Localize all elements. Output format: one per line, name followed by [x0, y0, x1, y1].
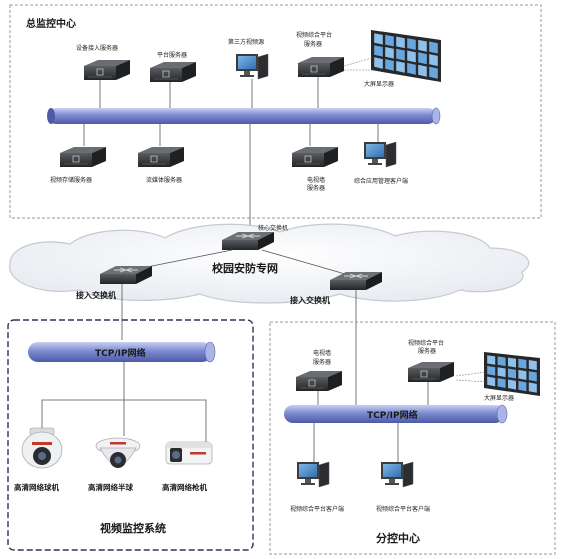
video-wall-cell [396, 36, 405, 49]
main-center-title: 总监控中心 [26, 17, 76, 30]
video-wall-cell [487, 355, 496, 365]
video-wall-cell [497, 367, 506, 378]
tv-wall-server-label-1: 电视墙 [307, 176, 325, 184]
streaming-server [137, 146, 185, 168]
video-storage-server [59, 146, 107, 168]
branch-tv-wall-server [295, 370, 343, 392]
video-wall-cell [418, 39, 427, 52]
branch-video-platform-server-label-1: 视频综合平台 [408, 339, 444, 347]
video-wall-cell [374, 45, 383, 57]
third-party-video-pc [235, 53, 269, 80]
video-wall-cell [518, 369, 527, 380]
dome-camera-label: 高清网络球机 [14, 482, 59, 492]
campus-network-label: 校园安防专网 [212, 261, 278, 275]
third-party-video-label: 第三方视频源 [228, 38, 264, 46]
device-access-server-label: 设备接入服务器 [76, 44, 118, 52]
dome-camera [21, 427, 63, 469]
video-wall-cell [374, 33, 383, 45]
access-switch-left-label: 接入交换机 [76, 290, 116, 300]
video-wall-cell [497, 356, 506, 367]
branch-big-screen-cells [487, 355, 537, 393]
app-client-pc [363, 141, 397, 168]
app-client-label: 综合应用管理客户端 [354, 177, 408, 185]
video-platform-server-label-2: 服务器 [304, 40, 322, 48]
video-wall-cell [429, 41, 438, 54]
branch-video-platform-server [407, 361, 455, 383]
device-access-server [83, 59, 131, 81]
tcpip-right-label: TCP/IP网络 [367, 409, 418, 421]
half-dome-camera [95, 437, 141, 468]
video-wall-cell [396, 60, 405, 73]
platform-server [149, 61, 197, 83]
video-wall-cell [385, 59, 394, 71]
branch-client-2-label: 视频综合平台客户端 [376, 505, 430, 513]
video-wall-cell [407, 38, 416, 50]
video-wall-cell [528, 382, 537, 393]
video-system-boundary [7, 319, 254, 551]
video-wall-cell [487, 376, 496, 387]
video-wall-cell [518, 380, 527, 392]
video-wall-cell [407, 62, 416, 75]
video-wall-cell [508, 379, 516, 390]
branch-center-boundary [269, 321, 556, 555]
bullet-camera [165, 441, 213, 465]
tcpip-pipe-left [28, 341, 216, 363]
video-wall-cell [418, 64, 427, 77]
tv-wall-server [291, 146, 339, 168]
branch-client-pc-1 [296, 461, 330, 488]
tcpip-left-label: TCP/IP网络 [95, 347, 146, 359]
access-switch-right-label: 接入交换机 [290, 295, 330, 305]
main-center-boundary [9, 4, 542, 219]
main-backbone-pipe [47, 107, 441, 125]
video-wall-cell [508, 368, 516, 379]
video-wall-cell [528, 360, 537, 371]
video-wall-cell [396, 48, 405, 61]
video-wall-cell [497, 378, 506, 388]
video-wall-cell [508, 357, 516, 368]
branch-tv-wall-server-label-2: 服务器 [313, 358, 331, 366]
branch-center-title: 分控中心 [376, 531, 420, 545]
video-platform-server-label-1: 视频综合平台 [296, 31, 332, 39]
big-screen-top-label: 大屏显示器 [364, 80, 394, 88]
video-wall-cell [487, 365, 496, 376]
video-wall-cell [374, 57, 383, 69]
video-wall-cell [429, 66, 438, 79]
core-switch-label: 核心交换机 [258, 224, 288, 232]
video-system-title: 视频监控系统 [100, 521, 166, 535]
video-wall-cell [407, 50, 416, 63]
branch-client-1-label: 视频综合平台客户端 [290, 505, 344, 513]
video-platform-server [297, 56, 345, 78]
video-wall-cell [429, 54, 438, 67]
big-screen-top-cells [374, 33, 438, 79]
campus-network-cloud [9, 223, 530, 304]
streaming-server-label: 流媒体服务器 [146, 176, 182, 184]
video-wall-cell [518, 358, 527, 369]
branch-big-screen-label: 大屏显示器 [484, 394, 514, 402]
bullet-camera-label: 高清网络枪机 [162, 482, 207, 492]
branch-client-pc-2 [380, 461, 414, 488]
half-dome-camera-label: 高清网络半球 [88, 482, 133, 492]
video-wall-cell [528, 371, 537, 382]
tv-wall-server-label-2: 服务器 [307, 184, 325, 192]
tcpip-pipe-right [284, 404, 508, 424]
branch-video-platform-server-label-2: 服务器 [418, 347, 436, 355]
video-wall-cell [385, 46, 394, 59]
branch-tv-wall-server-label-1: 电视墙 [313, 349, 331, 357]
platform-server-label: 平台服务器 [157, 51, 187, 59]
video-wall-cell [418, 52, 427, 65]
video-wall-cell [385, 34, 394, 47]
video-storage-server-label: 视频存储服务器 [50, 176, 92, 184]
